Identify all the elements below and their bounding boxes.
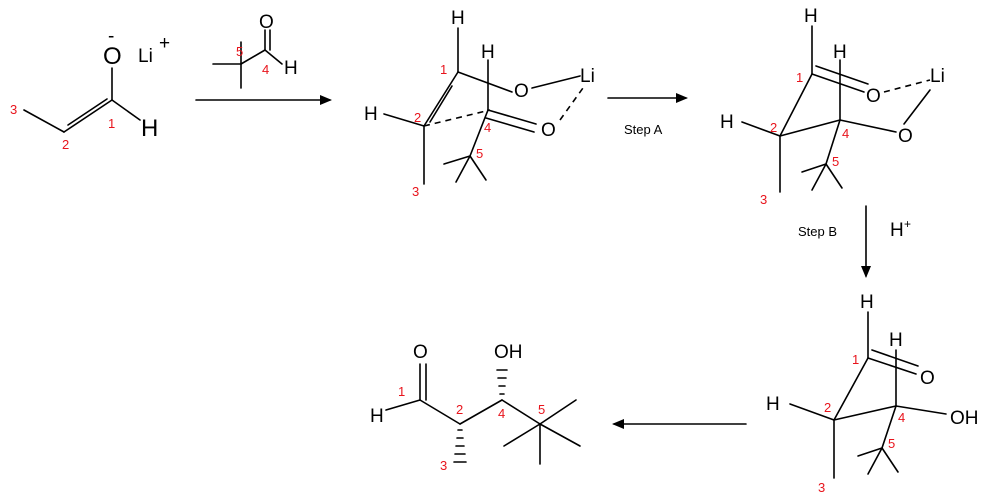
lithium-aldolate-chelate: H H O Li O H 1 2 4 5 3 — [720, 6, 945, 207]
product-hydroxyl: OH — [494, 342, 523, 363]
product-chair-c2-number: 2 — [824, 400, 831, 415]
product-aldehyde-oxygen: O — [413, 342, 428, 363]
pivaldehyde-c5-number: 5 — [236, 44, 243, 59]
product-chair-carbonyl-oxygen: O — [920, 368, 935, 389]
enolate-charge-minus: - — [108, 26, 114, 47]
enolate-c3-number: 3 — [10, 102, 17, 117]
ts-c5-number: 5 — [476, 146, 483, 161]
chelate-c2-number: 2 — [770, 120, 777, 135]
product-chair-c3-number: 3 — [818, 480, 825, 495]
pivaldehyde-oxygen: O — [259, 12, 274, 33]
lithium-cation: Li — [138, 46, 153, 67]
step-a-label: Step A — [624, 122, 663, 137]
pivaldehyde-c4-number: 4 — [262, 62, 269, 77]
aldol-product-chair-view: H H O OH H 1 2 4 5 3 — [766, 292, 979, 495]
product-c4-number: 4 — [498, 406, 505, 421]
product-chair-h2: H — [766, 394, 780, 415]
chelate-h1: H — [804, 6, 818, 27]
pivaldehyde-reagent: O H 5 4 — [212, 12, 298, 89]
step-b-label: Step B — [798, 224, 837, 239]
chelate-h4: H — [833, 42, 847, 63]
enolate-hydrogen: H — [141, 115, 158, 142]
ts-h2: H — [364, 104, 378, 125]
product-c3-number: 3 — [440, 458, 447, 473]
chelate-c1-number: 1 — [796, 70, 803, 85]
ts-c4-number: 4 — [484, 120, 491, 135]
c2-hashed-methyl-wedge — [453, 429, 467, 463]
product-c5-number: 5 — [538, 402, 545, 417]
ts-c2-number: 2 — [414, 110, 421, 125]
ts-c1-number: 1 — [440, 62, 447, 77]
pivaldehyde-hydrogen: H — [284, 58, 298, 79]
chelate-c5-number: 5 — [832, 154, 839, 169]
product-chair-c1-number: 1 — [852, 352, 859, 367]
ts-lithium: Li — [580, 66, 595, 87]
c4-hashed-hydroxyl-wedge — [496, 369, 508, 395]
chelate-c3-number: 3 — [760, 192, 767, 207]
product-chair-c5-number: 5 — [888, 436, 895, 451]
enolate-c1-number: 1 — [108, 116, 115, 131]
product-c1-number: 1 — [398, 384, 405, 399]
ts-h1: H — [451, 8, 465, 29]
lithium-charge-plus: + — [159, 33, 170, 54]
aldol-product-zigzag: O H OH 1 2 4 5 3 — [370, 342, 581, 473]
product-chair-c4-number: 4 — [898, 410, 905, 425]
product-chair-h1: H — [860, 292, 874, 313]
proton-reagent: H — [890, 220, 904, 241]
proton-charge-plus: + — [904, 217, 911, 231]
zimmerman-traxler-transition-state: H H O Li O H 1 2 4 5 3 — [364, 8, 595, 199]
ts-c3-number: 3 — [412, 184, 419, 199]
chelate-lithium: Li — [930, 66, 945, 87]
chelate-carbonyl-oxygen: O — [866, 86, 881, 107]
ts-carbonyl-oxygen: O — [541, 120, 556, 141]
product-chair-h4: H — [889, 330, 903, 351]
lithium-enolate: O - Li + H 3 2 1 — [10, 26, 170, 152]
product-aldehyde-hydrogen: H — [370, 406, 384, 427]
chelate-alkoxide-oxygen: O — [898, 126, 913, 147]
ts-enolate-oxygen: O — [514, 81, 529, 102]
product-c2-number: 2 — [456, 402, 463, 417]
product-chair-hydroxyl: OH — [950, 408, 979, 429]
chelate-h2: H — [720, 112, 734, 133]
enolate-oxygen: O — [103, 43, 122, 70]
chelate-c4-number: 4 — [842, 126, 849, 141]
ts-h4: H — [481, 42, 495, 63]
enolate-c2-number: 2 — [62, 137, 69, 152]
